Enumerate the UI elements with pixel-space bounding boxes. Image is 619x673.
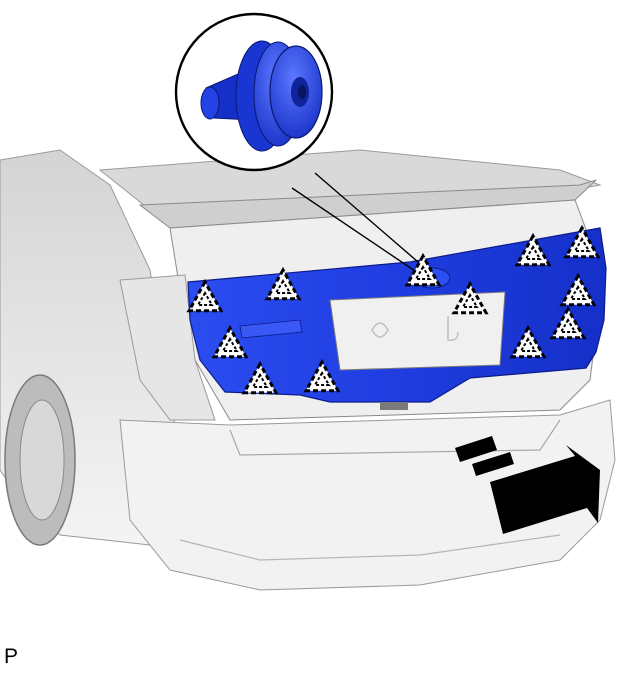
figure-label: P: [4, 646, 18, 667]
